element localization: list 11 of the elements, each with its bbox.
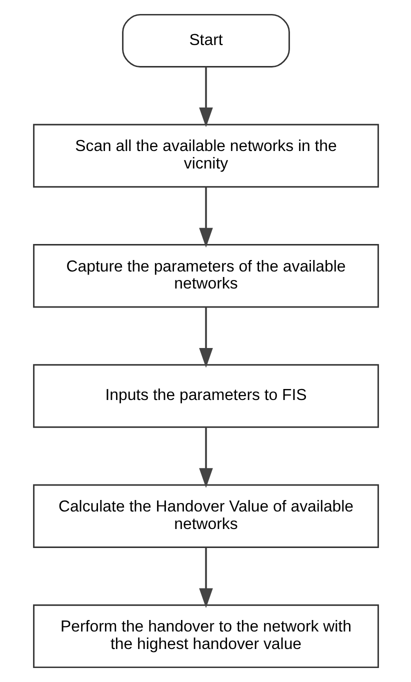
arrow	[198, 187, 212, 248]
arrow	[198, 308, 212, 368]
arrow	[198, 428, 212, 488]
node-box: Scan all the available networks in the vicnity	[32, 124, 378, 188]
node-box: Perform the handover to the network with the highest handover value	[32, 604, 378, 668]
node-box: Start	[122, 14, 290, 68]
node-box: Capture the parameters of the available networks	[32, 244, 378, 308]
arrow	[198, 67, 212, 128]
arrow	[198, 548, 212, 608]
node-box: Inputs the parameters to FIS	[32, 364, 378, 428]
node-box: Calculate the Handover Value of available networks	[32, 484, 378, 548]
